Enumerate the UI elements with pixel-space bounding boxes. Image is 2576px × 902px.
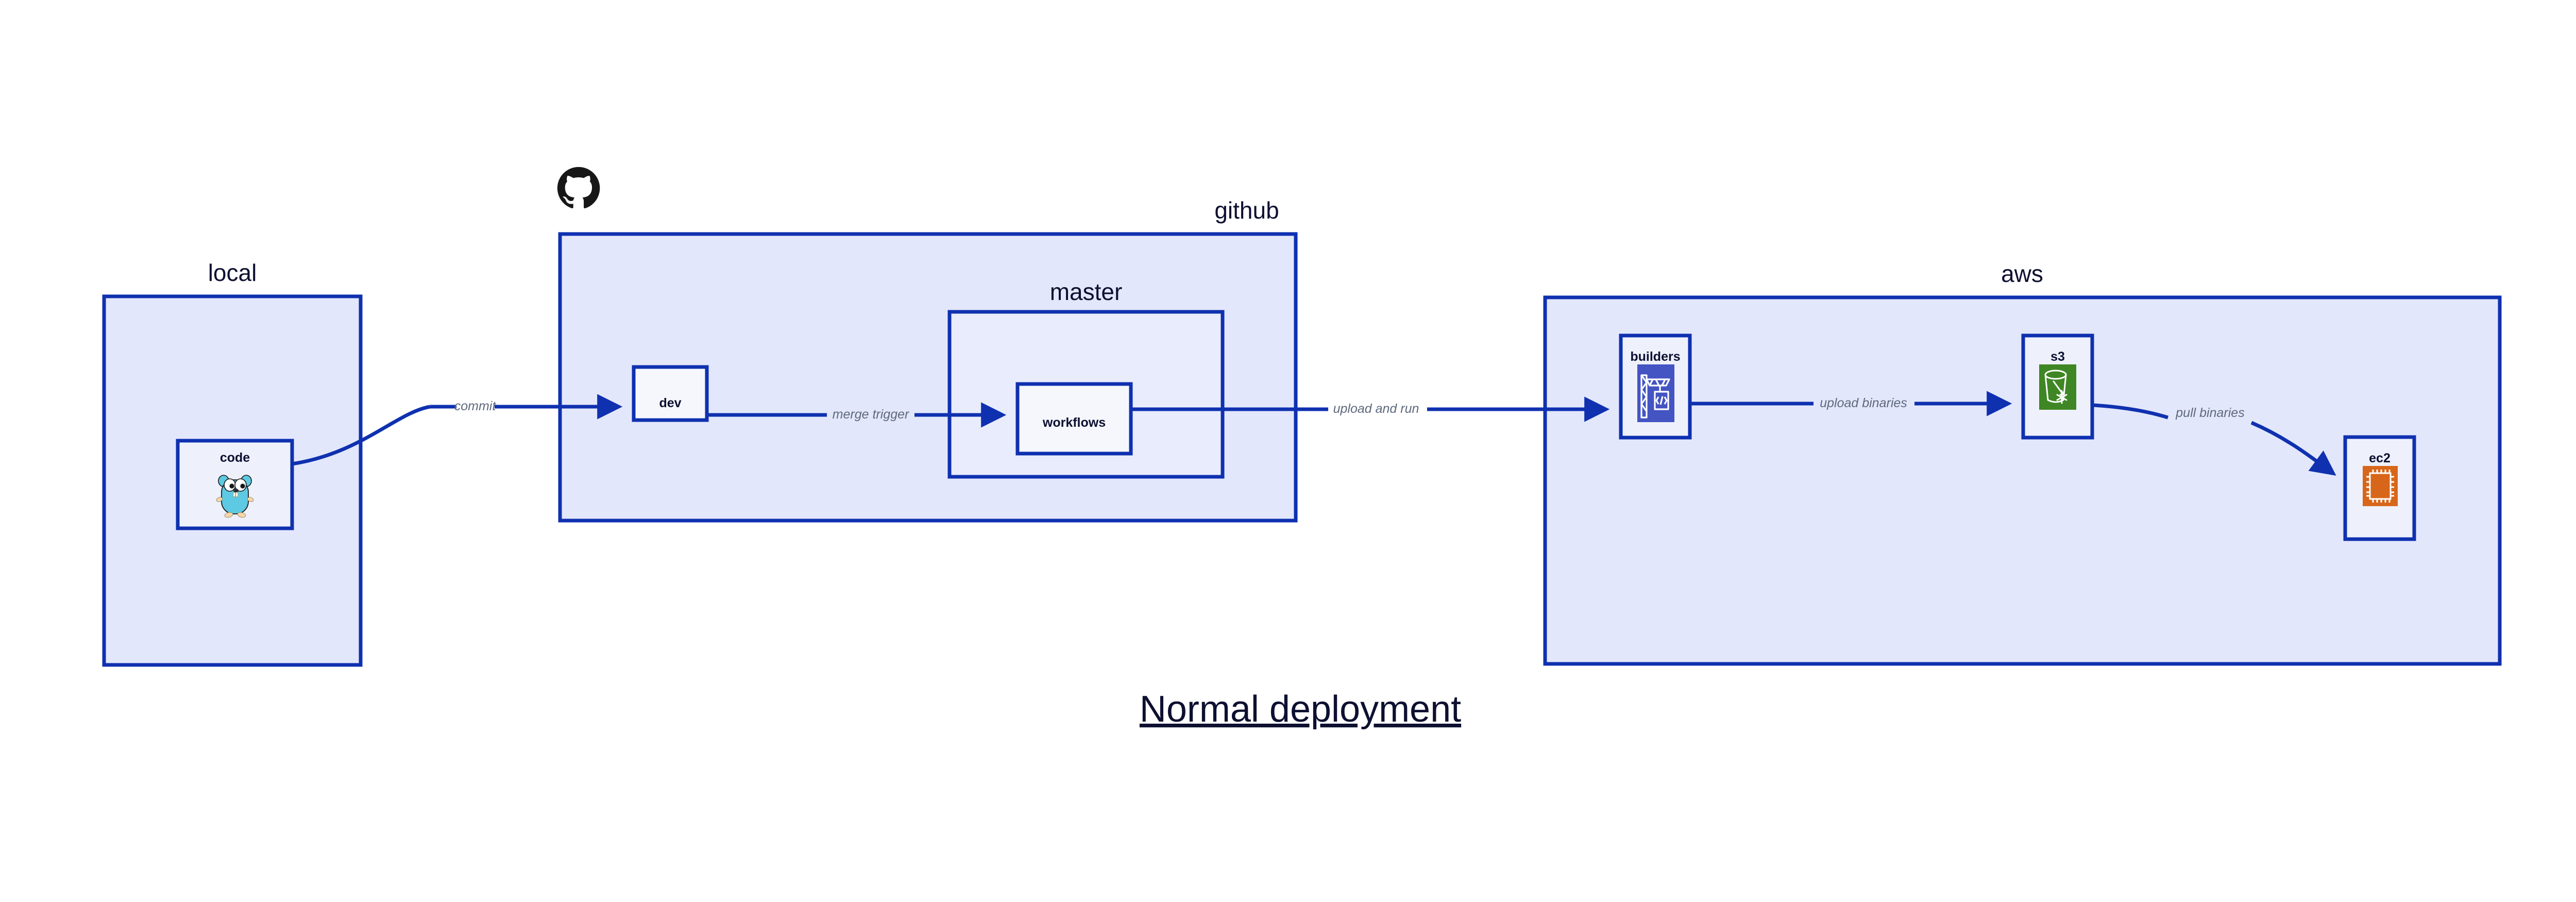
node-builders[interactable]: builders <box>1619 333 1692 440</box>
aws-ec2-icon <box>2363 466 2398 506</box>
aws-s3-glacier-icon <box>2039 364 2076 410</box>
edge-upload-binaries-label: upload binaries <box>1820 396 1907 410</box>
node-ec2-label: ec2 <box>2369 451 2391 465</box>
edge-pull-binaries: pull binaries <box>2092 403 2336 476</box>
node-builders-label: builders <box>1630 349 1680 364</box>
node-code-label: code <box>220 450 250 465</box>
diagram-title: Normal deployment <box>1140 689 1461 730</box>
node-ec2[interactable]: ec2 <box>2343 435 2416 541</box>
node-dev[interactable]: dev <box>632 365 709 422</box>
edge-pull-binaries-label: pull binaries <box>2175 406 2244 420</box>
node-workflows-label: workflows <box>1042 415 1106 430</box>
edge-upload-and-run: upload and run <box>1131 396 1610 422</box>
edge-pull-binaries-curve-left <box>2092 403 2169 420</box>
edge-upload-and-run-label: upload and run <box>1333 402 1419 416</box>
node-workflows[interactable]: workflows <box>1015 382 1133 456</box>
node-dev-rect[interactable] <box>632 365 709 422</box>
node-workflows-rect[interactable] <box>1015 382 1133 456</box>
edge-upload-binaries: upload binaries <box>1690 391 2012 416</box>
node-code[interactable]: code <box>176 439 294 530</box>
github-octocat-logo <box>557 167 600 209</box>
cluster-aws-label: aws <box>2001 260 2043 287</box>
edge-merge-trigger-label: merge trigger <box>833 407 910 422</box>
subcluster-master-label: master <box>1050 278 1123 305</box>
cluster-github-label: github <box>1214 197 1279 224</box>
node-s3[interactable]: s3 <box>2021 333 2094 440</box>
go-gopher-icon <box>216 475 254 518</box>
edge-merge-trigger: merge trigger <box>707 402 1007 428</box>
cluster-local-label: local <box>208 259 257 286</box>
edge-commit-label: commit <box>454 399 497 413</box>
node-dev-label: dev <box>659 396 681 410</box>
edge-commit-curve <box>292 405 431 466</box>
node-s3-label: s3 <box>2050 349 2065 364</box>
edge-commit: commit <box>292 394 623 466</box>
edge-pull-binaries-curve-right <box>2250 421 2336 476</box>
aws-codebuild-icon <box>1637 364 1674 422</box>
